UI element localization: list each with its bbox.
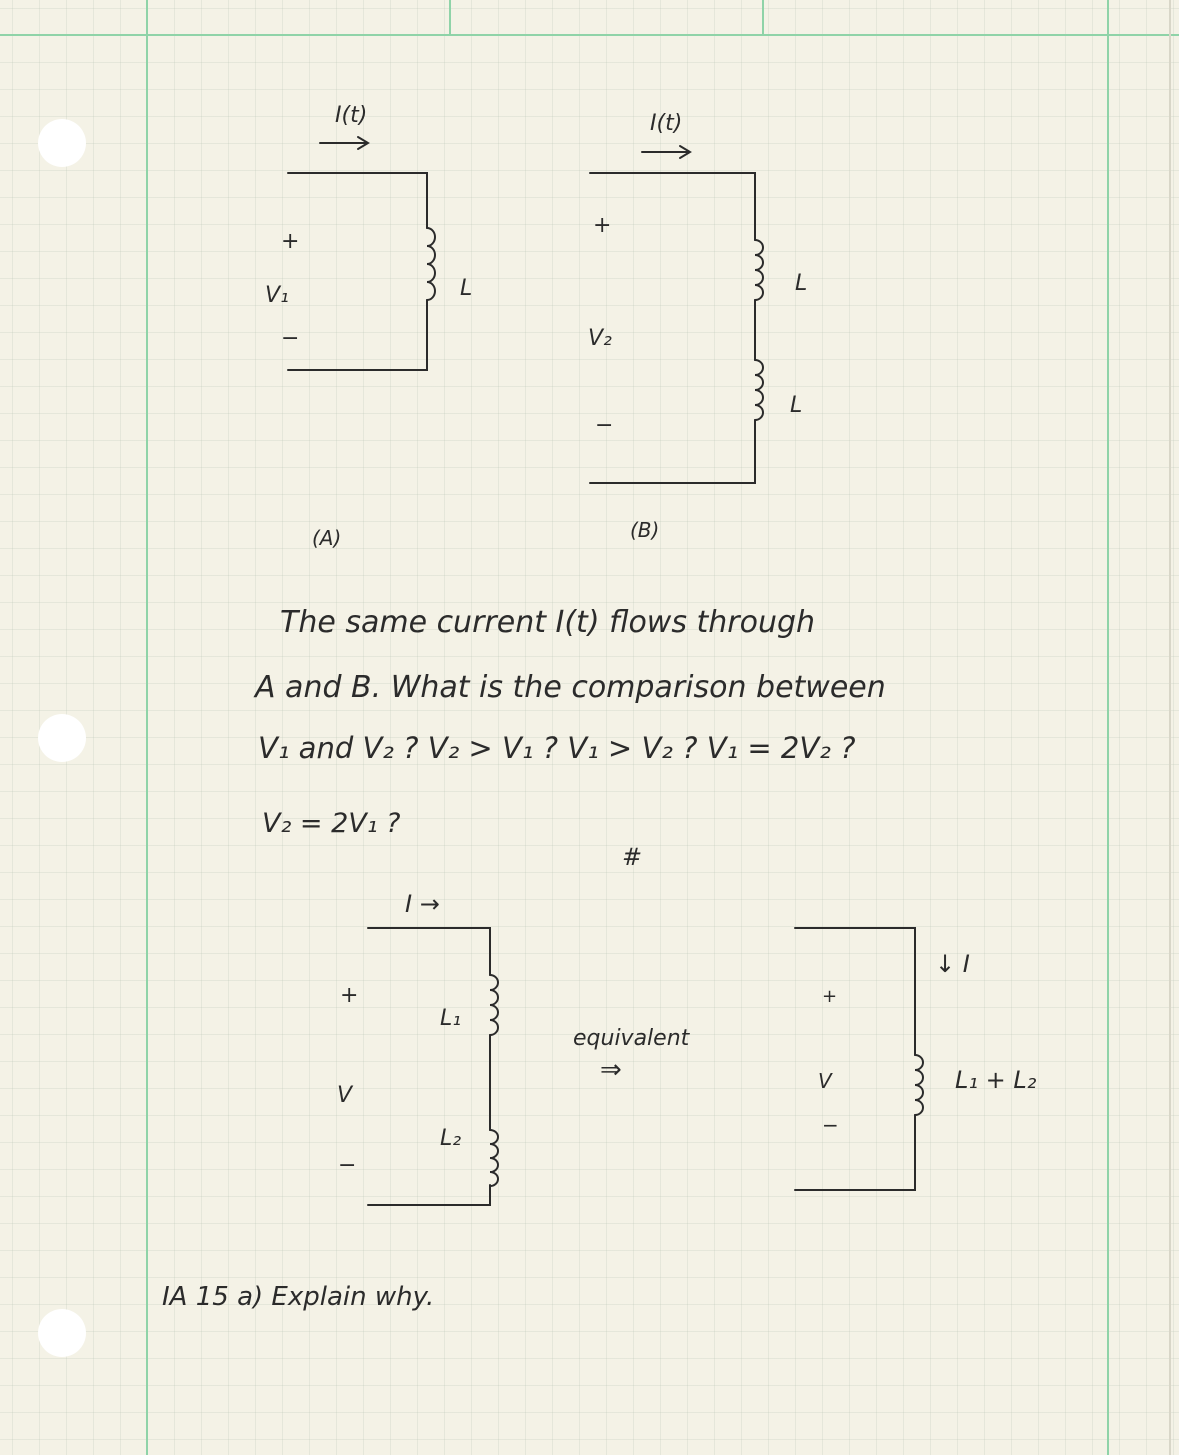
voltage-label: V: [337, 1083, 354, 1108]
circuit-a: I(t) + V₁ − L (A): [265, 103, 472, 550]
inductor-label: L: [795, 271, 807, 296]
minus-sign: −: [338, 1153, 356, 1178]
wire: [367, 927, 491, 1206]
current-label: I(t): [650, 111, 682, 136]
question-line: A and B. What is the comparison between: [253, 670, 886, 705]
wire: [589, 172, 756, 484]
minus-sign: −: [281, 326, 299, 351]
current-label: ↓ I: [935, 950, 970, 978]
punch-hole: [38, 714, 86, 762]
minus-sign: −: [822, 1113, 839, 1137]
current-label: I(t): [335, 103, 367, 128]
question-line: The same current I(t) flows through: [280, 605, 815, 640]
inductor-coil-icon: [754, 239, 764, 301]
wire: [287, 172, 428, 371]
inductor-coil-icon: [426, 227, 436, 301]
inductor-label: L₁: [440, 1006, 461, 1031]
plus-sign: +: [822, 986, 837, 1007]
question-text: The same current I(t) flows through A an…: [253, 605, 886, 871]
minus-sign: −: [595, 413, 613, 438]
footer-note: IA 15 a) Explain why.: [162, 1282, 434, 1312]
circuit-c: I → + V − L₁ L₂: [337, 890, 499, 1206]
question-line: V₁ and V₂ ? V₂ > V₁ ? V₁ > V₂ ? V₁ = 2V₂…: [258, 731, 855, 765]
equivalent-label: equivalent: [573, 1026, 691, 1051]
voltage-label: V: [818, 1069, 833, 1093]
inductor-coil-icon: [754, 359, 764, 421]
voltage-label: V₁: [265, 283, 289, 308]
inductor-coil-icon: [489, 1129, 499, 1187]
inductor-label: L₁ + L₂: [955, 1066, 1037, 1094]
punch-hole: [38, 119, 86, 167]
current-label: I →: [405, 890, 440, 918]
plus-sign: +: [593, 213, 611, 238]
inductor-label: L: [460, 276, 472, 301]
inductor-label: L₂: [440, 1126, 461, 1151]
circuit-b: I(t) + V₂ − L L (B): [588, 111, 807, 542]
current-arrow-icon: [319, 136, 370, 150]
circuit-caption: (A): [312, 526, 341, 550]
inductor-label: L: [790, 393, 802, 418]
plus-sign: +: [340, 983, 358, 1008]
punch-hole: [38, 1309, 86, 1357]
inductor-coil-icon: [489, 974, 499, 1036]
question-line: V₂ = 2V₁ ?: [262, 808, 400, 839]
wire: [794, 927, 916, 1191]
plus-sign: +: [281, 229, 299, 254]
circuit-d: ↓ I + V − L₁ + L₂: [794, 927, 1037, 1191]
end-mark: #: [622, 843, 642, 871]
inductor-coil-icon: [914, 1054, 924, 1116]
double-arrow-icon: ⇒: [600, 1055, 622, 1085]
circuit-caption: (B): [630, 518, 659, 542]
voltage-label: V₂: [588, 326, 612, 351]
current-arrow-icon: [641, 145, 692, 159]
